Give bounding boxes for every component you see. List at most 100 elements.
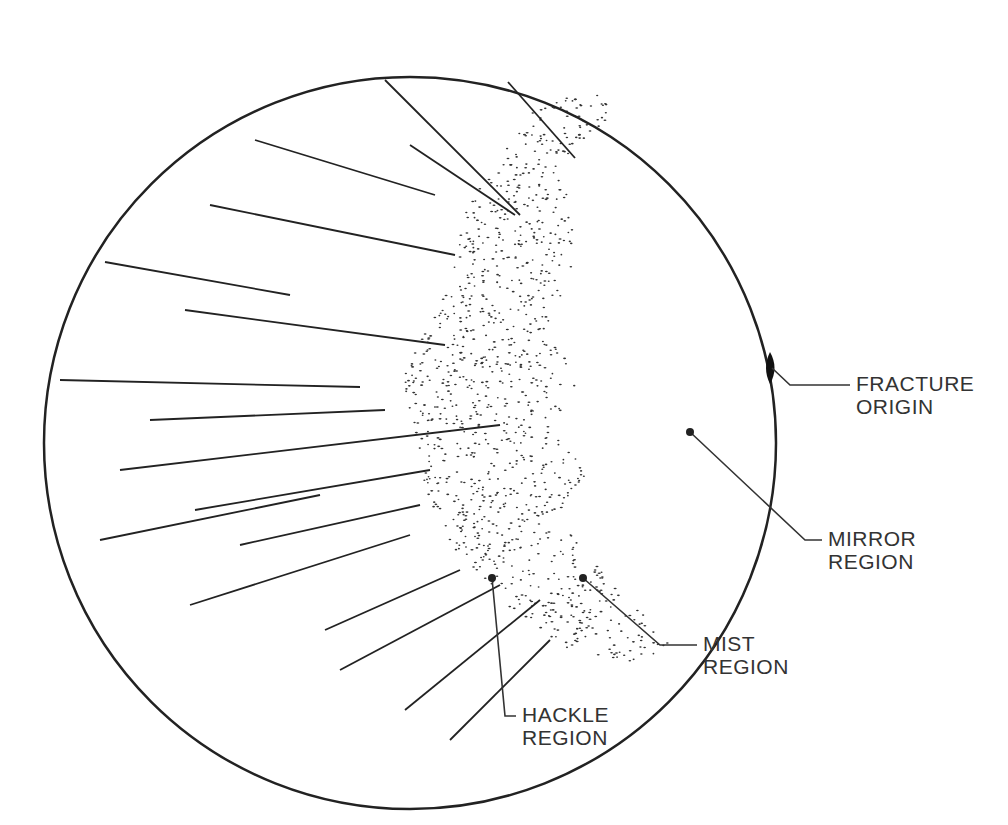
mist-dot [445, 423, 448, 425]
mist-dot [473, 276, 475, 278]
mist-dot [518, 599, 520, 601]
mist-dot [534, 318, 536, 320]
mist-dot [487, 387, 490, 389]
mist-dot [472, 338, 475, 340]
mist-dot [498, 237, 500, 239]
mist-dot [533, 232, 535, 234]
mist-dot [568, 479, 570, 481]
mist-dot [414, 352, 417, 354]
leader-dot [488, 574, 496, 582]
mist-dot [617, 595, 620, 597]
mist-dot [499, 381, 502, 383]
mist-dot [543, 236, 545, 238]
mist-dot [484, 433, 487, 435]
mist-dot [529, 323, 532, 325]
mist-dot [523, 328, 526, 330]
mist-dot [559, 384, 562, 386]
mist-dot [521, 265, 524, 267]
mist-dot [405, 388, 408, 390]
mist-dot [459, 321, 462, 323]
mist-dot [481, 494, 483, 496]
mist-dot [484, 578, 487, 580]
mist-dot [539, 328, 542, 330]
mist-dot [534, 512, 537, 514]
mist-dot [476, 491, 479, 493]
mist-dot [459, 426, 461, 428]
mist-dot [590, 105, 592, 107]
mist-dot [480, 358, 483, 360]
mist-dot [469, 315, 471, 317]
mist-dot [560, 588, 562, 590]
mist-dot [530, 278, 533, 280]
mist-dot [480, 363, 483, 365]
mist-dot [598, 572, 601, 574]
mist-dot [434, 477, 436, 479]
mist-dot [479, 414, 482, 416]
mist-dot [571, 548, 574, 550]
mist-dot [485, 298, 488, 300]
mist-dot [462, 376, 464, 378]
mist-dot [520, 364, 523, 366]
mist-dot [495, 413, 497, 415]
mist-dot [557, 225, 559, 227]
mist-dot [560, 507, 563, 509]
mist-dot [481, 559, 484, 561]
mist-dot [490, 406, 493, 408]
mist-dot [465, 245, 467, 247]
mist-dot [472, 402, 474, 404]
mist-dot [421, 338, 424, 340]
mist-dot [448, 476, 451, 478]
mist-dot [537, 515, 539, 517]
mist-dot [545, 397, 548, 399]
mist-dot [520, 579, 522, 581]
mist-dot [529, 600, 531, 602]
mist-dot [474, 365, 476, 367]
mist-dot [538, 185, 540, 187]
mist-dot [553, 252, 555, 254]
mist-dot [496, 493, 498, 495]
mist-dot [574, 484, 577, 486]
mist-dot [513, 326, 515, 328]
mist-dot [538, 496, 541, 498]
mist-dot [501, 339, 504, 341]
mist-dot [458, 544, 460, 546]
mist-dot [563, 240, 565, 242]
mist-dot [515, 154, 517, 156]
hackle-lines [60, 80, 575, 740]
mist-dot [427, 494, 430, 496]
mist-dot [506, 423, 508, 425]
mist-dot [478, 206, 481, 208]
mist-dot [474, 405, 476, 407]
mist-dot [528, 299, 531, 301]
mist-dot [558, 578, 560, 580]
mist-dot [481, 275, 484, 277]
mist-dot [557, 594, 560, 596]
mist-dot [580, 474, 583, 476]
mist-dot [478, 535, 481, 537]
hackle-line [190, 535, 410, 605]
mist-dot [594, 616, 597, 618]
mist-dot [520, 531, 522, 533]
mist-dot [602, 104, 604, 106]
mist-dot [482, 487, 484, 489]
mist-dot [652, 631, 654, 633]
mist-dot [578, 134, 581, 136]
mist-dot [474, 432, 477, 434]
mist-dot [428, 476, 430, 478]
mist-dot [584, 589, 587, 591]
mist-dot [546, 511, 549, 513]
mist-dot [462, 514, 464, 516]
mist-dot [490, 463, 493, 465]
mist-dot [536, 385, 538, 387]
mist-dot [497, 172, 500, 174]
mist-dot [511, 565, 513, 567]
mist-dot [520, 442, 522, 444]
mist-dot [510, 381, 512, 383]
mist-dot [547, 194, 550, 196]
mist-dot [504, 363, 507, 365]
mist-dot [466, 330, 468, 332]
mist-dot [495, 494, 498, 496]
mist-dot [629, 650, 632, 652]
mist-dot [497, 478, 499, 480]
mist-dot [525, 221, 528, 223]
